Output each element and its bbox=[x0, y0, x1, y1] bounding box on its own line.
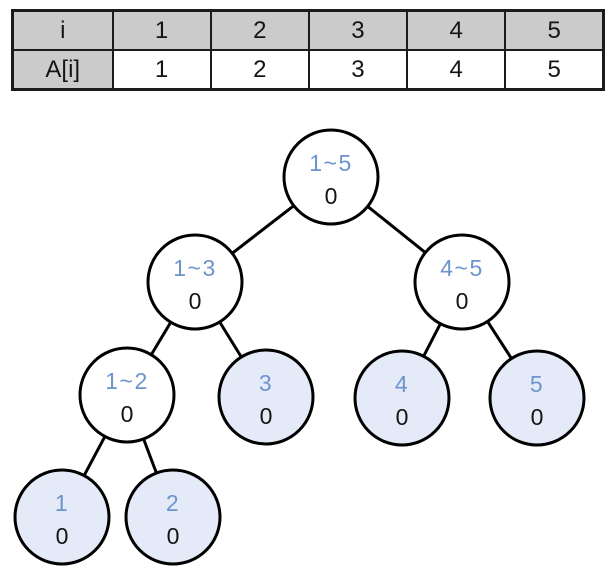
array-value-cell: 3 bbox=[307, 49, 409, 91]
tree-node-4-5: 4~50 bbox=[413, 233, 511, 331]
tree-edge-1-3-1-2 bbox=[149, 320, 173, 357]
tree-node-1-3: 1~30 bbox=[146, 233, 244, 331]
array-value-cell: A[i] bbox=[11, 49, 114, 91]
node-value-label: 0 bbox=[189, 288, 202, 314]
node-range-label: 3 bbox=[259, 370, 273, 396]
index-header-cell: 5 bbox=[504, 9, 605, 51]
node-value-label: 0 bbox=[531, 404, 544, 430]
index-header-cell: 3 bbox=[307, 9, 409, 51]
tree-edge-1-5-1-3 bbox=[230, 204, 296, 255]
tree-node-1: 10 bbox=[13, 468, 111, 566]
index-header-cell: i bbox=[11, 9, 114, 51]
node-value-label: 0 bbox=[121, 401, 134, 427]
node-range-label: 1~3 bbox=[173, 255, 217, 281]
tree-node-5: 50 bbox=[488, 349, 586, 447]
node-range-label: 1~5 bbox=[309, 150, 353, 176]
index-header-cell: 4 bbox=[406, 9, 507, 51]
node-circle bbox=[13, 468, 111, 566]
node-range-label: 5 bbox=[530, 371, 544, 397]
array-value-cell: 4 bbox=[406, 49, 507, 91]
array-value-cell: 1 bbox=[111, 49, 212, 91]
tree-node-1-5: 1~50 bbox=[282, 128, 380, 226]
index-header-cell: 1 bbox=[111, 9, 212, 51]
tree-edge-4-5-5 bbox=[486, 319, 513, 361]
node-value-label: 0 bbox=[396, 404, 409, 430]
node-circle bbox=[217, 348, 315, 446]
node-circle bbox=[124, 468, 222, 566]
array-value-cell: 2 bbox=[209, 49, 310, 91]
index-header-cell: 2 bbox=[209, 9, 310, 51]
node-range-label: 1 bbox=[55, 490, 69, 516]
node-value-label: 0 bbox=[325, 183, 338, 209]
tree-edge-1-5-4-5 bbox=[366, 204, 427, 255]
node-value-label: 0 bbox=[167, 523, 180, 549]
tree-node-3: 30 bbox=[217, 348, 315, 446]
tree-edge-4-5-4 bbox=[422, 322, 442, 358]
tree-node-1-2: 1~20 bbox=[78, 346, 176, 444]
node-circle bbox=[488, 349, 586, 447]
node-circle bbox=[78, 346, 176, 444]
node-circle bbox=[413, 233, 511, 331]
node-value-label: 0 bbox=[260, 403, 273, 429]
array-value-cell: 5 bbox=[504, 49, 605, 91]
tree-node-2: 20 bbox=[124, 468, 222, 566]
tree-node-4: 40 bbox=[353, 349, 451, 447]
node-circle bbox=[146, 233, 244, 331]
node-range-label: 4 bbox=[395, 371, 409, 397]
node-value-label: 0 bbox=[56, 523, 69, 549]
node-circle bbox=[353, 349, 451, 447]
node-range-label: 1~2 bbox=[105, 368, 149, 394]
tree-edge-1-2-2 bbox=[142, 437, 158, 475]
node-range-label: 4~5 bbox=[440, 255, 484, 281]
node-circle bbox=[282, 128, 380, 226]
tree-edge-1-3-3 bbox=[218, 320, 243, 359]
tree-edge-1-2-1 bbox=[82, 434, 107, 478]
node-range-label: 2 bbox=[166, 490, 180, 516]
node-value-label: 0 bbox=[456, 288, 469, 314]
